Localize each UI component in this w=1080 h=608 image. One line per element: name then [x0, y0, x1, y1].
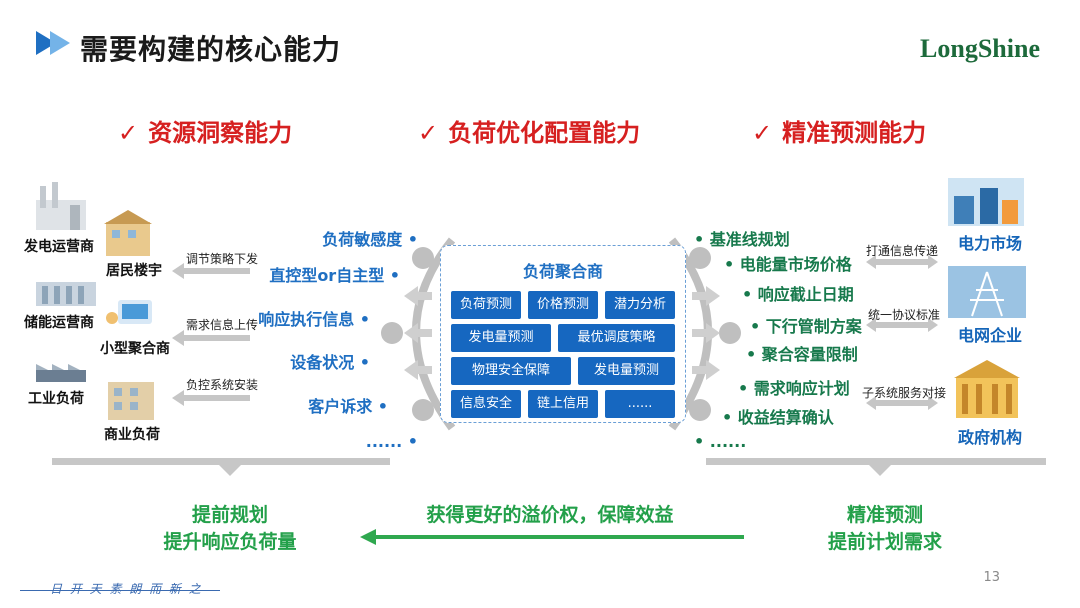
feature-settlement: • 收益结算确认 [722, 408, 834, 427]
cell-price-forecast: 价格预测 [528, 291, 598, 319]
power-plant-icon [36, 182, 86, 230]
double-arrow-icon [404, 286, 432, 380]
cell-potential-analysis: 潜力分析 [605, 291, 675, 319]
feature-baseline-plan: • 基准线规划 [694, 230, 790, 249]
outcome-right: 精准预测 提前计划需求 [827, 504, 942, 553]
storage-station-icon [36, 282, 96, 306]
entity-commercial-load: 商业负荷 [104, 427, 160, 443]
right-double-arrow-icon [866, 255, 938, 410]
entity-government: 政府机构 [958, 428, 1023, 447]
check-icon: ✓ [752, 119, 773, 147]
feature-control-plan: • 下行管制方案 [750, 317, 862, 336]
power-grid-icon [948, 266, 1026, 318]
check-icon: ✓ [418, 119, 439, 147]
outcome-middle: 获得更好的溢价权，保障效益 [426, 504, 674, 526]
entity-industrial-load: 工业负荷 [28, 391, 84, 407]
feature-more-right: • ...... [694, 432, 747, 451]
cell-chain-credit: 链上信用 [528, 390, 598, 418]
left-bracket-bar [52, 458, 390, 465]
government-building-icon [954, 360, 1020, 418]
right-bracket-bar [706, 458, 1046, 465]
feature-market-price: • 电能量市场价格 [724, 255, 852, 274]
page-number: 13 [983, 570, 1000, 585]
capability-load-optimization: ✓负荷优化配置能力 [418, 119, 641, 147]
cell-more: ...... [605, 390, 675, 418]
feature-customer-demand: 客户诉求 • [308, 397, 388, 416]
arc-node-icon [719, 322, 741, 344]
feature-device-status: 设备状况 • [290, 353, 370, 372]
small-aggregator-icon [106, 300, 152, 324]
industrial-load-icon [36, 364, 86, 382]
bracket-pointer-icon [868, 464, 892, 476]
arrow-label-strategy: 调节策略下发 [186, 252, 259, 266]
arc-node-icon [689, 399, 711, 421]
capability-resource-insight: ✓资源洞察能力 [118, 119, 293, 147]
green-arrow-icon [360, 529, 744, 545]
slogan-line-icon [20, 590, 220, 591]
company-logo: LongShine [920, 34, 1040, 63]
cell-physical-security: 物理安全保障 [451, 357, 571, 385]
cell-optimal-dispatch: 最优调度策略 [558, 324, 675, 352]
feature-more-left: ...... • [365, 432, 418, 451]
cell-generation-forecast-2: 发电量预测 [578, 357, 675, 385]
cell-info-security: 信息安全 [451, 390, 521, 418]
arc-node-icon [412, 247, 434, 269]
feature-response-deadline: • 响应截止日期 [742, 285, 854, 304]
cell-load-forecast: 负荷预测 [451, 291, 521, 319]
residential-building-icon [104, 210, 152, 256]
arc-node-icon [381, 322, 403, 344]
entity-power-market: 电力市场 [958, 234, 1023, 253]
feature-capacity-limit: • 聚合容量限制 [746, 345, 858, 364]
arc-node-icon [412, 399, 434, 421]
entity-residential: 居民楼宇 [106, 263, 162, 279]
outcome-left: 提前规划 提升响应负荷量 [163, 504, 297, 553]
entity-grid-company: 电网企业 [958, 326, 1023, 345]
page-title: 需要构建的核心能力 [80, 33, 342, 66]
aggregator-title: 负荷聚合商 [522, 262, 603, 281]
double-arrow-icon [692, 286, 720, 380]
feature-load-sensitivity: 负荷敏感度 • [322, 230, 418, 249]
arrow-label-demand-upload: 需求信息上传 [186, 318, 259, 332]
play-icon [36, 31, 70, 55]
power-market-icon [948, 178, 1024, 226]
arrow-label-info-transfer: 打通信息传递 [866, 244, 939, 258]
entity-power-generator: 发电运营商 [24, 239, 94, 255]
left-arrow-icon [172, 263, 250, 406]
feature-response-info: 响应执行信息 • [258, 310, 370, 329]
bracket-pointer-icon [218, 464, 242, 476]
slogan: 日 开 天 素 朗 而 新 之 [50, 582, 203, 596]
commercial-building-icon [108, 382, 154, 420]
cell-generation-forecast: 发电量预测 [451, 324, 551, 352]
arc-node-icon [689, 247, 711, 269]
arrow-label-subsystem: 子系统服务对接 [862, 386, 947, 400]
check-icon: ✓ [118, 119, 139, 147]
capability-precise-forecast: ✓精准预测能力 [752, 119, 927, 147]
entity-storage-operator: 储能运营商 [24, 315, 94, 331]
entity-small-aggregator: 小型聚合商 [100, 341, 170, 357]
arrow-label-control-install: 负控系统安装 [186, 378, 259, 392]
aggregator-box: 负荷聚合商 负荷预测 价格预测 潜力分析 发电量预测 最优调度策略 物理安全保障… [440, 245, 686, 423]
arrow-label-protocol: 统一协议标准 [868, 308, 941, 322]
feature-control-type: 直控型or自主型 • [269, 266, 400, 285]
feature-response-plan: • 需求响应计划 [738, 379, 850, 398]
